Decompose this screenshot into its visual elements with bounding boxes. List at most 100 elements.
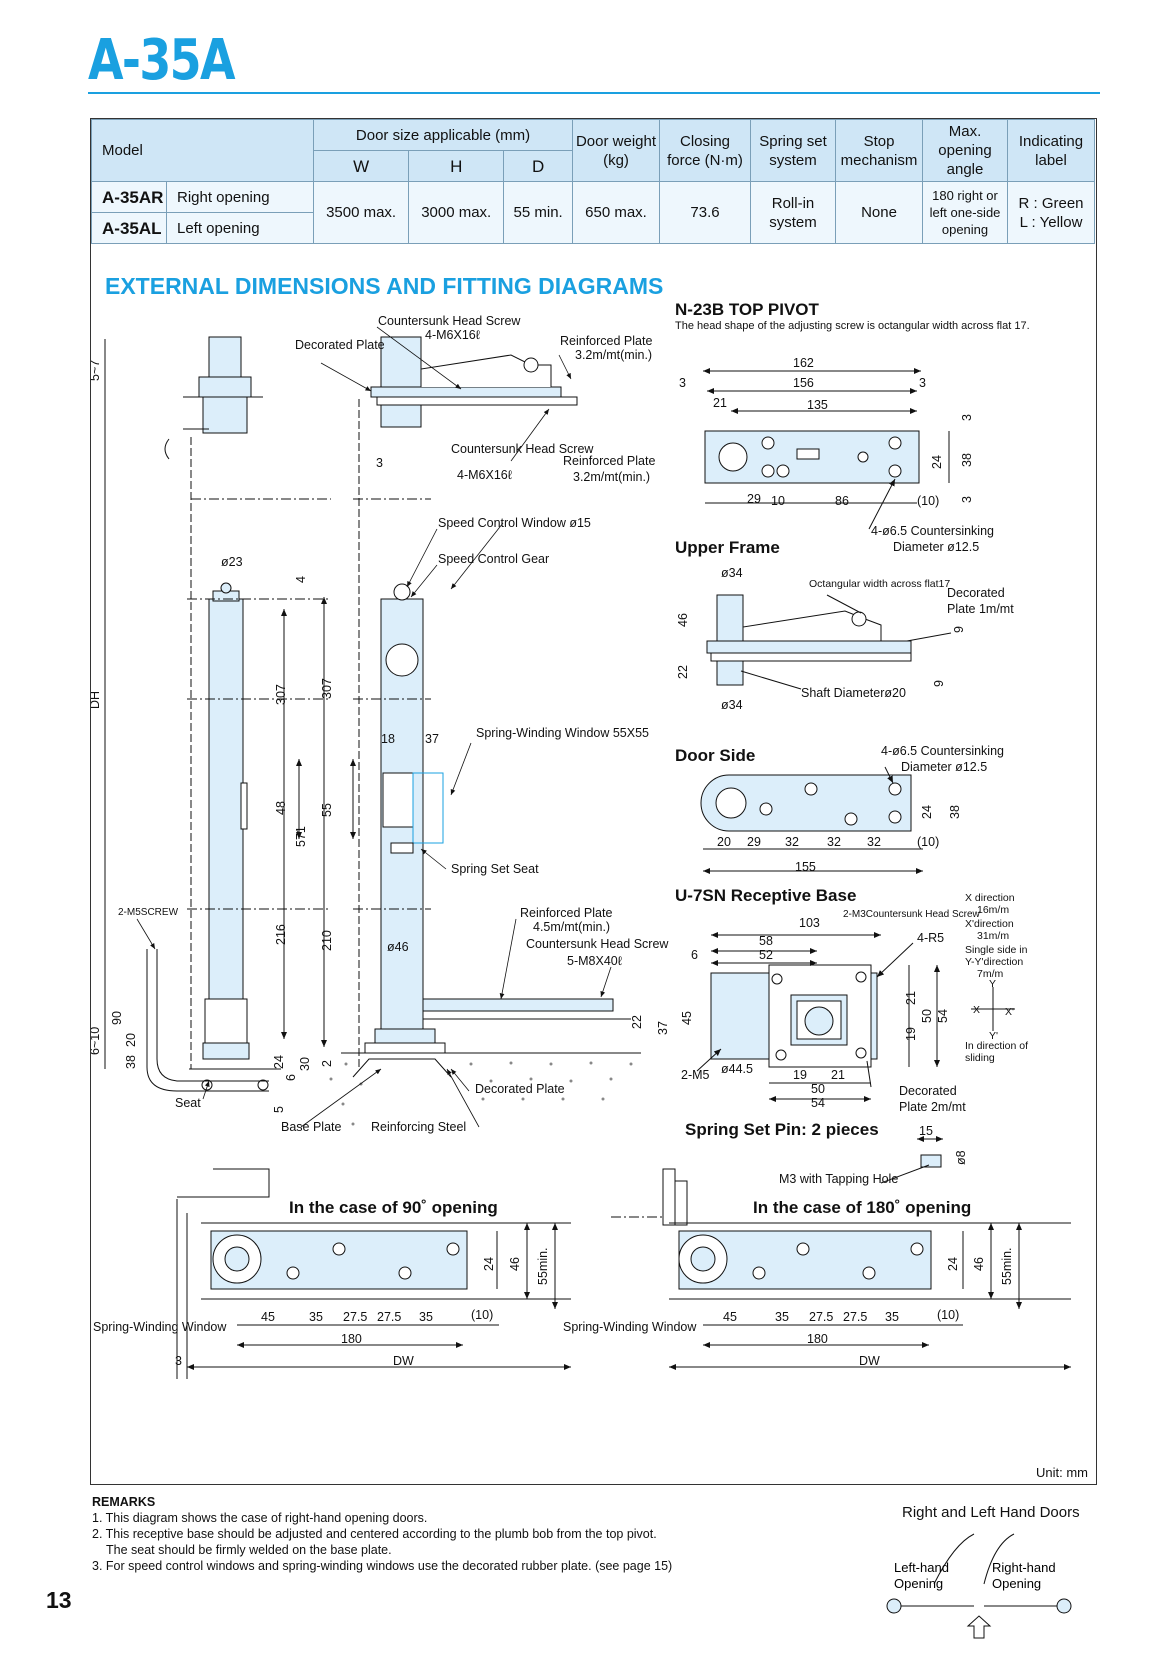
ds-plate <box>700 774 912 832</box>
o180-hole-3 <box>862 1266 876 1280</box>
hands-right-arc <box>983 1533 1015 1585</box>
spring-pin: Spring Set Pin: 2 pieces 15 ø8 M3 with T… <box>685 1120 968 1186</box>
lbl-countersunk-top-spec: 4-M6X16ℓ <box>425 328 480 342</box>
hdr-stop: Stop mechanism <box>835 119 923 182</box>
val-closing-force: 73.6 <box>659 181 751 244</box>
remark-2b: The seat should be firmly welded on the … <box>106 1543 392 1557</box>
o90-dim-dw: DW <box>393 1354 414 1368</box>
o90-hole-2 <box>332 1242 346 1256</box>
lbl-reinforced-top-spec: 3.2m/mt(min.) <box>575 348 652 362</box>
rb-decorated-spec: Plate 2m/mt <box>899 1100 966 1114</box>
main-right-base <box>374 1028 436 1044</box>
tp-hole-3 <box>888 436 902 450</box>
main-left-foot-r <box>257 1079 269 1091</box>
dim-216: 216 <box>274 924 288 945</box>
lbl-reinforced-top: Reinforced Plate <box>560 334 652 348</box>
o180-jamb-2 <box>674 1180 688 1226</box>
lbl-seat: Seat <box>175 1096 201 1110</box>
hands-left2: Opening <box>894 1576 943 1591</box>
tp-dim-156: 156 <box>793 376 814 390</box>
main-left-screw <box>220 582 232 594</box>
ds-dim-32b: 32 <box>827 835 841 849</box>
main-left-foot-l <box>201 1079 213 1091</box>
dim-2: 2 <box>320 1060 334 1067</box>
remark-3: 3. For speed control windows and spring-… <box>92 1559 673 1573</box>
o180-dim-46: 46 <box>972 1257 986 1271</box>
o90-dim-180: 180 <box>341 1332 362 1346</box>
rb-center-hole <box>804 1006 834 1036</box>
rb-ax-x: X <box>973 1004 980 1016</box>
hands-arrow-icon <box>966 1615 992 1639</box>
door-side: Door Side 4-ø6.5 Countersinking Diameter… <box>675 744 1004 874</box>
o90-gear-core <box>224 1246 250 1272</box>
main-right-top-block <box>380 336 422 388</box>
hdr-closing-force: Closing force (N·m) <box>659 119 751 182</box>
lbl-decorated-plate: Decorated Plate <box>295 338 385 352</box>
main-right-pivot <box>420 354 552 387</box>
main-left-lower <box>204 998 248 1050</box>
hdr-spring-set: Spring set system <box>750 119 836 182</box>
section-title: EXTERNAL DIMENSIONS AND FITTING DIAGRAMS <box>105 273 664 299</box>
spring-pin-title: Spring Set Pin: 2 pieces <box>685 1120 879 1139</box>
o90-hole-4 <box>446 1242 460 1256</box>
pin-dim-15: 15 <box>919 1124 933 1138</box>
tp-holes-dia: Diameter ø12.5 <box>893 540 979 554</box>
fitting-diagram: R <box>91 300 1071 1379</box>
lbl-decorated-bot: Decorated Plate <box>475 1082 565 1096</box>
main-left-top-housing <box>202 396 248 434</box>
model-ar: A-35AR <box>91 181 167 213</box>
o180-hole-1 <box>752 1266 766 1280</box>
o90-dim-55: 55min. <box>536 1247 550 1285</box>
rb-screw-tr <box>855 971 867 983</box>
uf-decorated-spec: Plate 1m/mt <box>947 602 1014 616</box>
ds-dim-155: 155 <box>795 860 816 874</box>
tp-shaft-hole <box>718 442 748 472</box>
rb-dim-19b: 19 <box>904 1027 918 1041</box>
r-label-circle <box>385 643 419 677</box>
val-spring-set: Roll-in system <box>750 181 836 244</box>
hand-doors-legend: Right and Left Hand Doors Left-hand Open… <box>880 1504 1110 1650</box>
o180-dim-35b: 35 <box>885 1310 899 1324</box>
tp-dim-10: 10 <box>771 494 785 508</box>
tp-screw <box>776 464 790 478</box>
lbl-countersunk-bot: Countersunk Head Screw <box>526 937 669 951</box>
ds-shaft-hole <box>715 787 747 819</box>
dim-22: 22 <box>630 1015 644 1029</box>
hands-left-arc <box>933 1533 975 1585</box>
dim-37: 37 <box>425 732 439 746</box>
main-right-receptive <box>352 1058 452 1078</box>
uf-plate <box>706 640 912 654</box>
dim-4: 4 <box>294 576 308 583</box>
val-h: 3000 max. <box>408 181 505 244</box>
o90-frame <box>177 1168 270 1198</box>
ds-hole-5 <box>888 810 902 824</box>
o180-dim-27a: 27.5 <box>809 1310 833 1324</box>
dim-38: 38 <box>124 1055 138 1069</box>
main-labels: Countersunk Head Screw 4-M6X16ℓ Decorate… <box>118 314 669 1134</box>
tp-dim-162: 162 <box>793 356 814 370</box>
ds-hole-2 <box>804 782 818 796</box>
lbl-reinforced-mid: Reinforced Plate <box>563 454 655 468</box>
main-right-top-frame <box>376 396 578 406</box>
o90-hole-3 <box>398 1266 412 1280</box>
top-pivot-title: N-23B TOP PIVOT <box>675 300 820 319</box>
tp-dim-3d: 3 <box>960 496 974 503</box>
dim-6: 6 <box>284 1074 298 1081</box>
rb-screw-tl <box>771 973 783 985</box>
ds-holes-dia: Diameter ø12.5 <box>901 760 987 774</box>
main-left-seat-outer <box>146 949 269 1092</box>
hdr-h: H <box>408 150 505 182</box>
main-right-top-plate <box>370 386 562 398</box>
tp-slot <box>796 448 820 460</box>
o90-dim-35b: 35 <box>419 1310 433 1324</box>
speed-window-icon <box>393 583 411 601</box>
tp-dim-24: 24 <box>930 455 944 469</box>
uf-shaft-bottom <box>716 660 744 686</box>
dim-48: 48 <box>274 801 288 815</box>
o90-dim-24: 24 <box>482 1257 496 1271</box>
uf-shaft: Shaft Diameterø20 <box>801 686 906 700</box>
main-dims: DH 5~7 3 ø23 4 307 307 18 37 48 55 571 2… <box>91 360 670 1113</box>
main-diagram: R <box>104 336 641 1126</box>
uf-shaft-top <box>716 594 744 642</box>
dim-18: 18 <box>381 732 395 746</box>
